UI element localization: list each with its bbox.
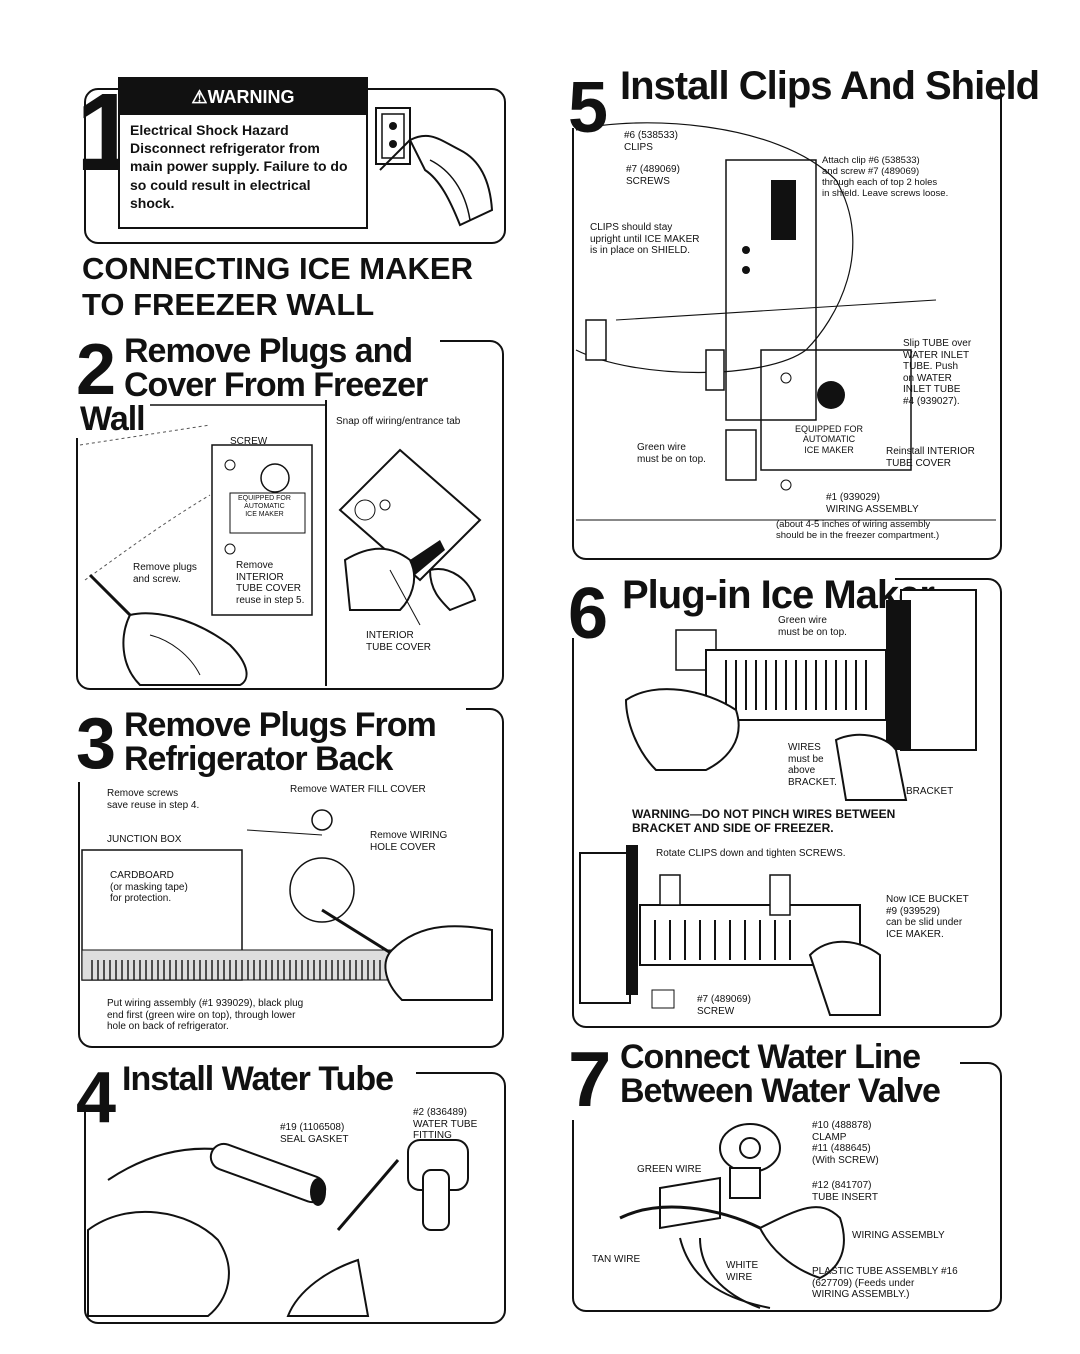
step2-title-line1: Remove Plugs and [124, 332, 413, 370]
shield-illustration [575, 122, 996, 521]
water-tube-illustration [87, 1139, 469, 1317]
step5-clips-label: #6 (538533) CLIPS [624, 130, 678, 153]
step5-number: 5 [568, 68, 609, 148]
unplug-illustration [375, 107, 494, 227]
step3-title-line1: Remove Plugs From [124, 706, 437, 744]
step7-tube-insert-label: #12 (841707) TUBE INSERT [812, 1180, 878, 1203]
step5-slip-tube-label: Slip TUBE over WATER INLET TUBE. Push on… [903, 338, 972, 407]
step6-screw-label: #7 (489069) SCREW [697, 994, 751, 1017]
step2-remove-interior-label: Remove INTERIOR TUBE COVER reuse in step… [236, 560, 305, 606]
ice-maker-illustration [624, 589, 977, 801]
step5-green-wire-label: Green wire must be on top. [637, 442, 706, 465]
step3-remove-wiring-label: Remove WIRING HOLE COVER [370, 830, 448, 853]
step5-attach-clip-label: Attach clip #6 (538533) and screw #7 (48… [822, 155, 949, 199]
step2-divider [325, 400, 327, 686]
step7-title-line1: Connect Water Line [620, 1038, 921, 1076]
step5-clips-stay-label: CLIPS should stay upright until ICE MAKE… [590, 222, 700, 256]
step5-about-wiring-label: (about 4-5 inches of wiring assembly sho… [776, 519, 940, 541]
interior-tube-cover-illustration [338, 448, 482, 626]
step2-title-line2: Cover From Freezer [124, 366, 428, 404]
step4-title: Install Water Tube [122, 1060, 394, 1098]
step3-number: 3 [76, 704, 117, 784]
warning-title: Electrical Shock Hazard [130, 122, 289, 138]
step5-equipped-label: EQUIPPED FOR AUTOMATIC ICE MAKER [795, 424, 864, 455]
step3-title-line2: Refrigerator Back [124, 740, 393, 778]
step2-equipped-label: EQUIPPED FOR AUTOMATIC ICE MAKER [238, 495, 291, 519]
step6-ice-bucket-label: Now ICE BUCKET #9 (939529) can be slid u… [886, 894, 969, 940]
step4-seal-gasket-label: #19 (1106508) SEAL GASKET [280, 1122, 349, 1145]
step3-remove-water-fill-label: Remove WATER FILL COVER [290, 784, 426, 795]
step2-number: 2 [76, 330, 117, 410]
step7-white-wire-label: WHITE WIRE [726, 1260, 759, 1283]
warning-label: WARNING [207, 87, 295, 107]
step6-bracket-label: BRACKET [906, 786, 954, 797]
step5-screws-label: #7 (489069) SCREWS [626, 164, 680, 187]
step3-put-wiring-label: Put wiring assembly (#1 939029), black p… [107, 998, 304, 1032]
step6-number: 6 [568, 574, 609, 654]
step6-rotate-label: Rotate CLIPS down and tighten SCREWS. [656, 848, 846, 859]
step6-warning-label: WARNING—DO NOT PINCH WIRES BETWEEN BRACK… [632, 807, 896, 835]
step7-tan-wire-label: TAN WIRE [592, 1254, 641, 1265]
step2-screw-label: SCREW [230, 436, 268, 447]
step2-snap-off-label: Snap off wiring/entrance tab [336, 416, 461, 427]
section-heading-line1: CONNECTING ICE MAKER [82, 251, 473, 286]
step2-title-line3: Wall [80, 400, 146, 438]
step2-remove-plugs-label: Remove plugs and screw. [133, 562, 197, 585]
ice-maker-clips-illustration [579, 845, 881, 1016]
step6-title: Plug-in Ice Maker [622, 573, 935, 617]
freezer-wall-illustration [79, 404, 325, 686]
step7-title-line2: Between Water Valve [620, 1072, 941, 1110]
refrigerator-back-illustration [81, 809, 493, 1001]
step7-plastic-tube-label: PLASTIC TUBE ASSEMBLY #16 (627709) (Feed… [812, 1266, 958, 1300]
step7-number: 7 [568, 1035, 612, 1123]
step5-wiring-assembly-label: #1 (939029) WIRING ASSEMBLY [826, 492, 919, 515]
step4-number: 4 [76, 1058, 117, 1138]
warning-body: Disconnect refrigerator from main power … [130, 140, 348, 211]
step2-interior-tube-cover-label: INTERIOR TUBE COVER [366, 630, 432, 653]
step3-cardboard-label: CARDBOARD (or masking tape) for protecti… [110, 870, 188, 904]
step7-clamp-label: #10 (488878) CLAMP #11 (488645) (With SC… [812, 1120, 879, 1166]
step5-title: Install Clips And Shield [620, 64, 1040, 108]
step6-green-wire-label: Green wire must be on top. [778, 615, 847, 638]
warning-box: ⚠WARNING Electrical Shock Hazard Disconn… [118, 77, 368, 229]
step7-wiring-assembly-label: WIRING ASSEMBLY [852, 1230, 945, 1241]
step7-green-wire-label: GREEN WIRE [637, 1164, 702, 1175]
section-heading-line2: TO FREEZER WALL [82, 287, 375, 322]
warning-triangle-icon: ⚠ [191, 87, 208, 107]
water-valve-illustration [619, 1123, 845, 1309]
step3-remove-screws-label: Remove screws save reuse in step 4. [107, 788, 200, 811]
step5-reinstall-label: Reinstall INTERIOR TUBE COVER [886, 446, 975, 469]
warning-bar: ⚠WARNING [120, 79, 366, 115]
step6-wires-label: WIRES must be above BRACKET. [788, 742, 837, 788]
step3-junction-box-label: JUNCTION BOX [107, 834, 182, 845]
step4-water-tube-fitting-label: #2 (836489) WATER TUBE FITTING [413, 1107, 478, 1141]
